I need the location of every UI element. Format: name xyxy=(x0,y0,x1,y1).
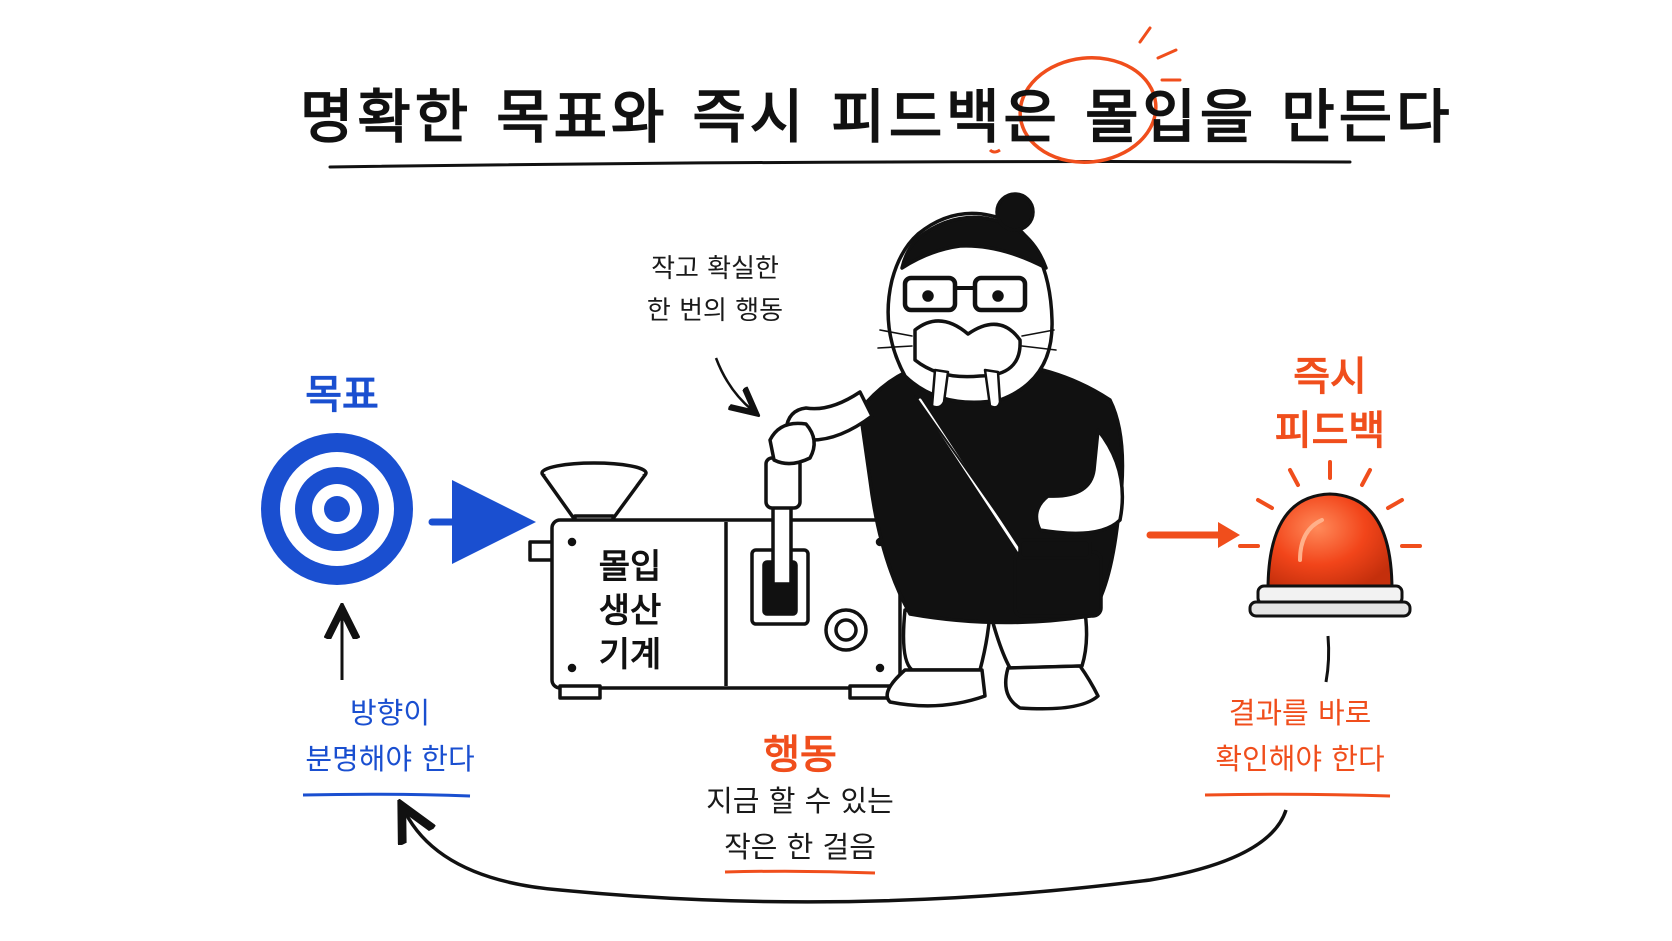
goal-caption-line2: 분명해야 한다 xyxy=(305,742,475,776)
feedback-caption-line2: 확인해야 한다 xyxy=(1215,742,1385,776)
target-icon xyxy=(261,433,413,585)
feedback-heading-line2: 피드백 xyxy=(1274,408,1386,454)
action-caption-line2: 작은 한 걸음 xyxy=(724,830,876,864)
title-highlight: 몰입 xyxy=(1085,83,1200,151)
feedback-heading: 즉시 피드백 xyxy=(1250,350,1410,458)
goal-caption-line1: 방향이 xyxy=(349,696,431,730)
feedback-caption: 결과를 바로 확인해야 한다 xyxy=(1190,690,1410,782)
machine-label-line2: 생산 xyxy=(598,591,662,631)
action-note: 작고 확실한 한 번의 행동 xyxy=(625,248,805,332)
title-underline xyxy=(328,160,1352,169)
highlight-circle xyxy=(1018,56,1158,164)
highlight-sparkle-icon xyxy=(1138,26,1182,82)
note-arrow xyxy=(714,357,752,410)
machine-label: 몰입 생산 기계 xyxy=(575,545,685,677)
machine-label-line3: 기계 xyxy=(598,635,662,675)
feedback-loop-arrow xyxy=(405,810,1288,904)
action-caption-line1: 지금 할 수 있는 xyxy=(706,784,894,818)
goal-heading: 목표 xyxy=(305,372,379,418)
feedback-caption-line1: 결과를 바로 xyxy=(1228,696,1372,730)
action-note-line1: 작고 확실한 xyxy=(651,254,779,284)
alarm-siren-icon xyxy=(1238,460,1422,618)
page-title: 명확한 목표와 즉시 피드백은 몰입을 만든다 xyxy=(300,70,1449,154)
action-caption: 지금 할 수 있는 작은 한 걸음 xyxy=(680,778,920,870)
lever-machine-icon xyxy=(528,456,902,700)
machine-label-line1: 몰입 xyxy=(598,547,662,587)
action-note-line2: 한 번의 행동 xyxy=(646,296,784,326)
feedback-heading-line1: 즉시 xyxy=(1293,354,1367,400)
action-heading: 행동 xyxy=(763,732,837,778)
title-after: 을 만든다 xyxy=(1199,83,1454,151)
walrus-character-icon xyxy=(768,192,1125,711)
goal-caption: 방향이 분명해야 한다 xyxy=(290,690,490,782)
title-before: 명확한 목표와 즉시 피드백은 xyxy=(300,83,1086,151)
